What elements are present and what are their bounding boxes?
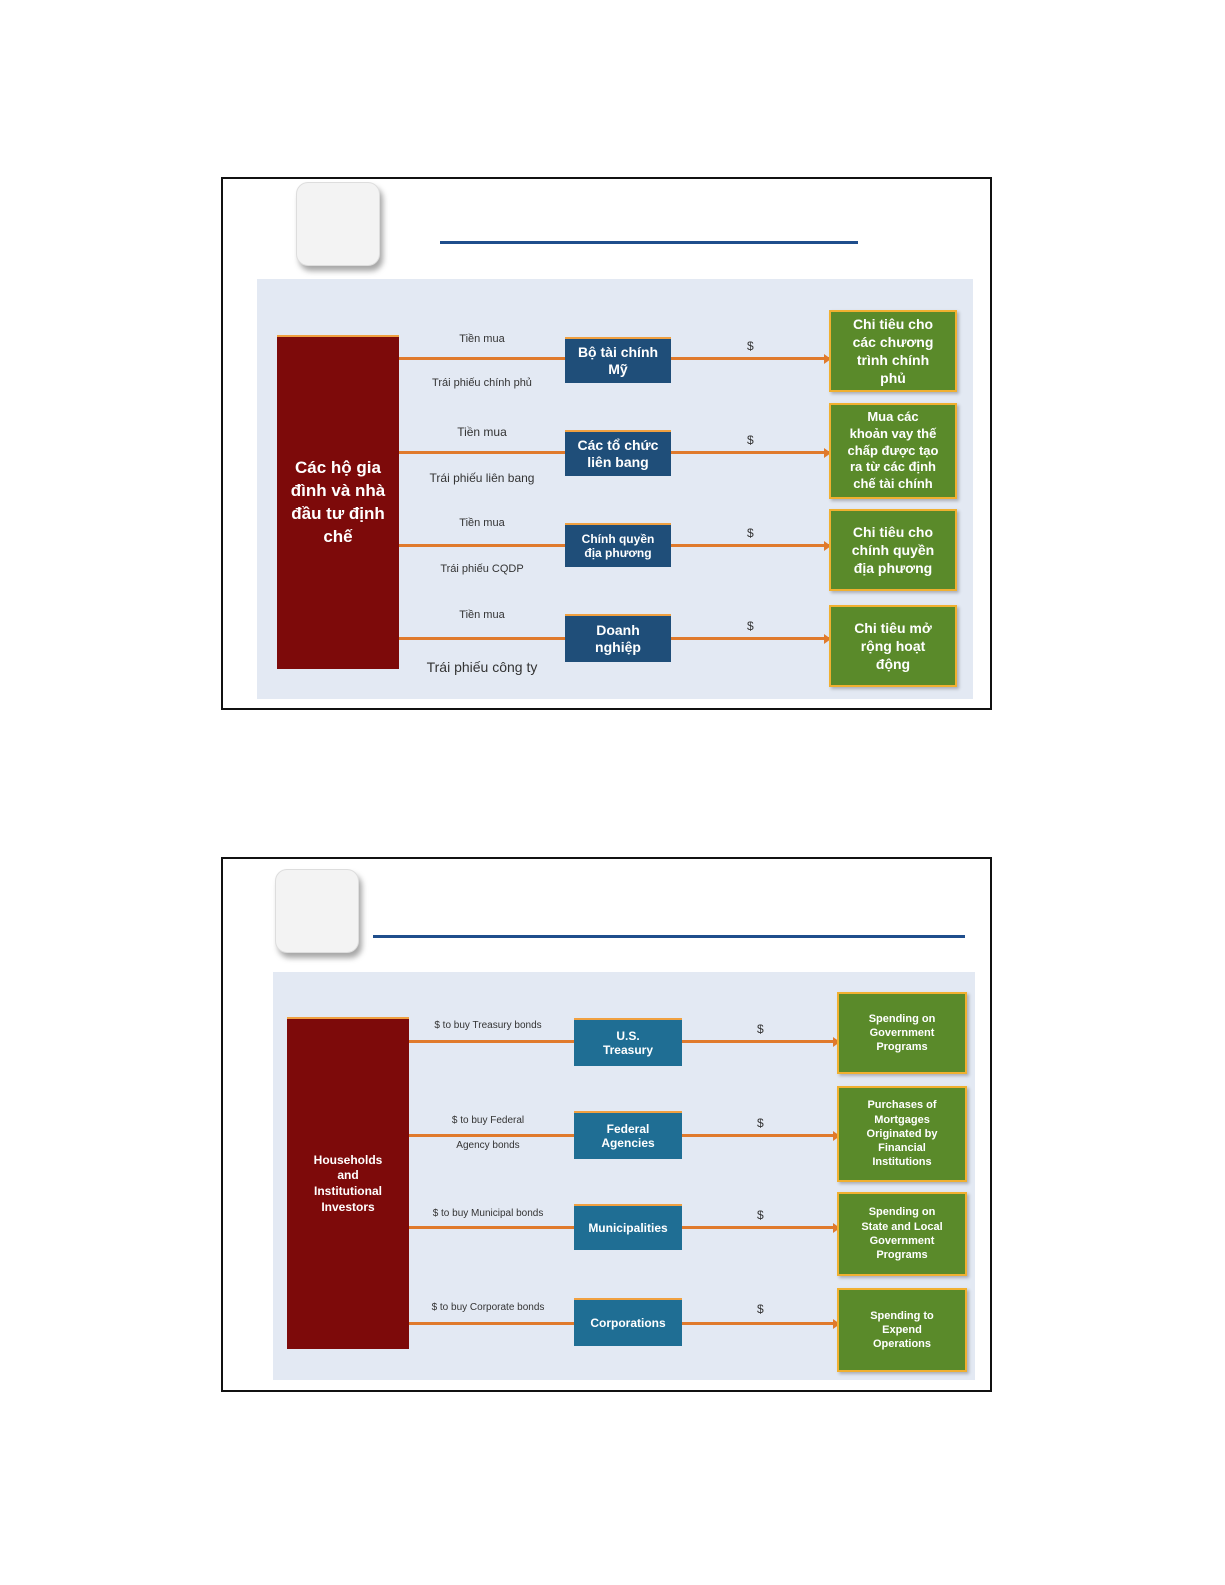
- dollar-label: $: [757, 1208, 764, 1222]
- destination-box: Spending on Government Programs: [837, 992, 967, 1074]
- flow-label-top: $ to buy Municipal bonds: [432, 1208, 544, 1219]
- arrow-head: [833, 1223, 840, 1233]
- flow-line-right: [671, 637, 829, 640]
- flow-label-bottom: Agency bonds: [456, 1140, 520, 1151]
- flow-line-left: [399, 357, 565, 360]
- flow-label-top: $ to buy Treasury bonds: [434, 1020, 542, 1031]
- flow-line-left: [399, 637, 565, 640]
- flow-label-top: $ to buy Federal: [451, 1115, 525, 1126]
- dollar-label: $: [757, 1022, 764, 1036]
- flow-line-left: [409, 1322, 574, 1325]
- destination-box: Spending to Expend Operations: [837, 1288, 967, 1372]
- flow-line-right: [682, 1226, 838, 1229]
- slide-2-title-rule: [373, 935, 965, 938]
- arrow-head: [824, 634, 831, 644]
- flow-line-left: [409, 1134, 574, 1137]
- slide-2-number-badge: [275, 869, 359, 953]
- destination-box: Mua các khoản vay thế chấp được tạo ra t…: [829, 403, 957, 499]
- flow-line-right: [682, 1134, 838, 1137]
- slide-1-number-badge: [296, 182, 380, 266]
- arrow-head: [833, 1037, 840, 1047]
- issuer-box: Federal Agencies: [574, 1111, 682, 1159]
- flow-line-right: [671, 451, 829, 454]
- arrow-head: [833, 1131, 840, 1141]
- flow-label-top: Tiền mua: [459, 609, 505, 621]
- slide-1: Các hộ gia đình và nhà đầu tư định chế T…: [221, 177, 992, 710]
- flow-label-bottom: Trái phiếu công ty: [426, 659, 538, 675]
- issuer-box: Municipalities: [574, 1204, 682, 1250]
- arrow-head: [824, 354, 831, 364]
- destination-box: Chi tiêu mở rộng hoạt động: [829, 605, 957, 687]
- source-box: Các hộ gia đình và nhà đầu tư định chế: [277, 335, 399, 669]
- dollar-label: $: [757, 1302, 764, 1316]
- arrow-head: [824, 448, 831, 458]
- dollar-label: $: [747, 339, 754, 353]
- flow-line-left: [399, 451, 565, 454]
- slide-2-diagram-panel: Households and Institutional Investors $…: [273, 972, 975, 1380]
- dollar-label: $: [747, 433, 754, 447]
- flow-label-bottom: Trái phiếu chính phủ: [432, 377, 532, 389]
- issuer-box: Doanh nghiệp: [565, 614, 671, 662]
- flow-label-top: $ to buy Corporate bonds: [431, 1302, 545, 1313]
- flow-line-right: [671, 357, 829, 360]
- issuer-box: Các tổ chức liên bang: [565, 430, 671, 476]
- flow-label-bottom: Trái phiếu CQDP: [440, 563, 524, 575]
- flow-line-left: [399, 544, 565, 547]
- slide-1-diagram-panel: Các hộ gia đình và nhà đầu tư định chế T…: [257, 279, 973, 699]
- flow-line-left: [409, 1040, 574, 1043]
- flow-line-right: [671, 544, 829, 547]
- arrow-head: [833, 1319, 840, 1329]
- destination-box: Chi tiêu cho chính quyền địa phương: [829, 509, 957, 591]
- flow-line-left: [409, 1226, 574, 1229]
- slide-2: Households and Institutional Investors $…: [221, 857, 992, 1392]
- dollar-label: $: [747, 526, 754, 540]
- flow-line-right: [682, 1322, 838, 1325]
- destination-box: Purchases of Mortgages Originated by Fin…: [837, 1086, 967, 1182]
- issuer-box: U.S. Treasury: [574, 1018, 682, 1066]
- dollar-label: $: [757, 1116, 764, 1130]
- issuer-box: Corporations: [574, 1298, 682, 1346]
- issuer-box: Bộ tài chính Mỹ: [565, 337, 671, 383]
- source-box: Households and Institutional Investors: [287, 1017, 409, 1349]
- flow-label-top: Tiền mua: [459, 333, 505, 345]
- flow-line-right: [682, 1040, 838, 1043]
- dollar-label: $: [747, 619, 754, 633]
- destination-box: Chi tiêu cho các chương trình chính phủ: [829, 310, 957, 392]
- destination-box: Spending on State and Local Government P…: [837, 1192, 967, 1276]
- arrow-head: [824, 541, 831, 551]
- slide-1-title-rule: [440, 241, 858, 244]
- flow-label-top: Tiền mua: [459, 517, 505, 529]
- issuer-box: Chính quyền địa phương: [565, 523, 671, 567]
- flow-label-bottom: Trái phiếu liên bang: [429, 471, 535, 485]
- flow-label-top: Tiền mua: [457, 425, 507, 439]
